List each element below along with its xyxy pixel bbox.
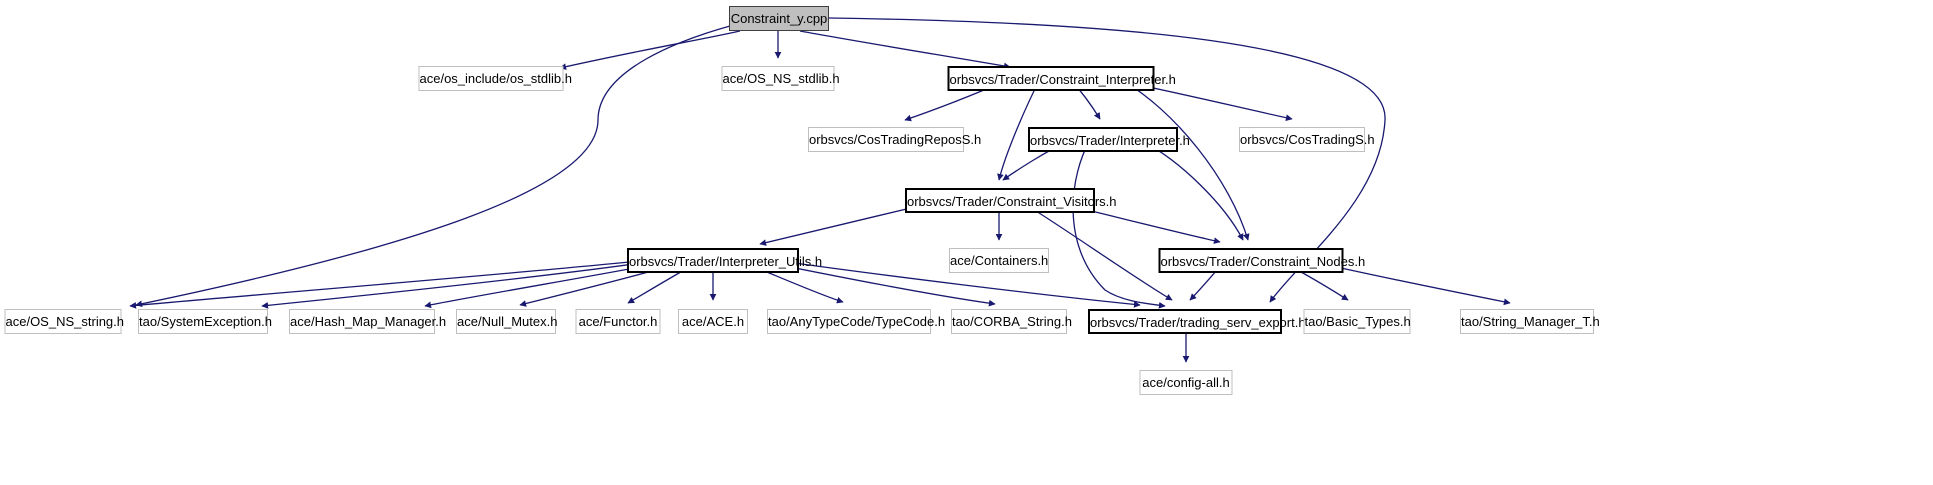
graph-node-ace-os-ns-string-h[interactable]: ace/OS_NS_string.h — [4, 309, 124, 334]
graph-edge-n5-to-n10 — [1139, 139, 1244, 241]
graph-edge-n8-to-n11 — [129, 260, 641, 309]
graph-node-ace-null-mutex-h[interactable]: ace/Null_Mutex.h — [456, 309, 557, 334]
graph-node-orbsvcs-costradings-h[interactable]: orbsvcs/CosTradingS.h — [1239, 127, 1375, 152]
graph-node-tao-corba-string-h[interactable]: tao/CORBA_String.h — [951, 309, 1072, 334]
graph-node-tao-basic-types-h[interactable]: tao/Basic_Types.h — [1303, 309, 1411, 334]
graph-node-ace-hash-map-manager-h[interactable]: ace/Hash_Map_Manager.h — [289, 309, 446, 334]
graph-node-orbsvcs-trader-constraint-interpreter-h[interactable]: orbsvcs/Trader/Constraint_Interpreter.h — [947, 66, 1176, 91]
graph-node-orbsvcs-trader-constraint-nodes-h[interactable]: orbsvcs/Trader/Constraint_Nodes.h — [1158, 248, 1365, 273]
graph-node-orbsvcs-costradingreposs-h[interactable]: orbsvcs/CosTradingReposS.h — [808, 127, 981, 152]
graph-edge-n0-to-n1 — [559, 30, 741, 70]
graph-node-orbsvcs-trader-constraint-visitors-h[interactable]: orbsvcs/Trader/Constraint_Visitors.h — [905, 188, 1117, 213]
graph-edge-n3-to-n10 — [1119, 78, 1250, 241]
graph-node-ace-containers-h[interactable]: ace/Containers.h — [949, 248, 1049, 273]
graph-node-orbsvcs-trader-interpreter-utils-h[interactable]: orbsvcs/Trader/Interpreter_Utils.h — [627, 248, 822, 273]
graph-edge-n5-to-n19 — [1072, 139, 1166, 309]
graph-node-ace-config-all-h[interactable]: ace/config-all.h — [1139, 370, 1233, 395]
graph-node-ace-functor-h[interactable]: ace/Functor.h — [575, 309, 661, 334]
graph-node-tao-string-manager-t-h[interactable]: tao/String_Manager_T.h — [1460, 309, 1600, 334]
graph-node-tao-systemexception-h[interactable]: tao/SystemException.h — [138, 309, 272, 334]
graph-node-orbsvcs-trader-interpreter-h[interactable]: orbsvcs/Trader/Interpreter.h — [1028, 127, 1190, 152]
graph-edge-n0-to-n3 — [799, 30, 1011, 70]
graph-node-orbsvcs-trader-trading-serv-export-h[interactable]: orbsvcs/Trader/trading_serv_export.h — [1088, 309, 1306, 334]
graph-node-ace-os-ns-stdlib-h[interactable]: ace/OS_NS_stdlib.h — [721, 66, 840, 91]
graph-node-ace-os-include-os-stdlib-h[interactable]: ace/os_include/os_stdlib.h — [418, 66, 572, 91]
graph-node-constraint-y-cpp[interactable]: Constraint_y.cpp — [729, 6, 829, 31]
graph-node-tao-anytypecode-typecode-h[interactable]: tao/AnyTypeCode/TypeCode.h — [767, 309, 945, 334]
graph-edge-n8-to-n12 — [261, 260, 656, 309]
graph-node-ace-ace-h[interactable]: ace/ACE.h — [678, 309, 748, 334]
